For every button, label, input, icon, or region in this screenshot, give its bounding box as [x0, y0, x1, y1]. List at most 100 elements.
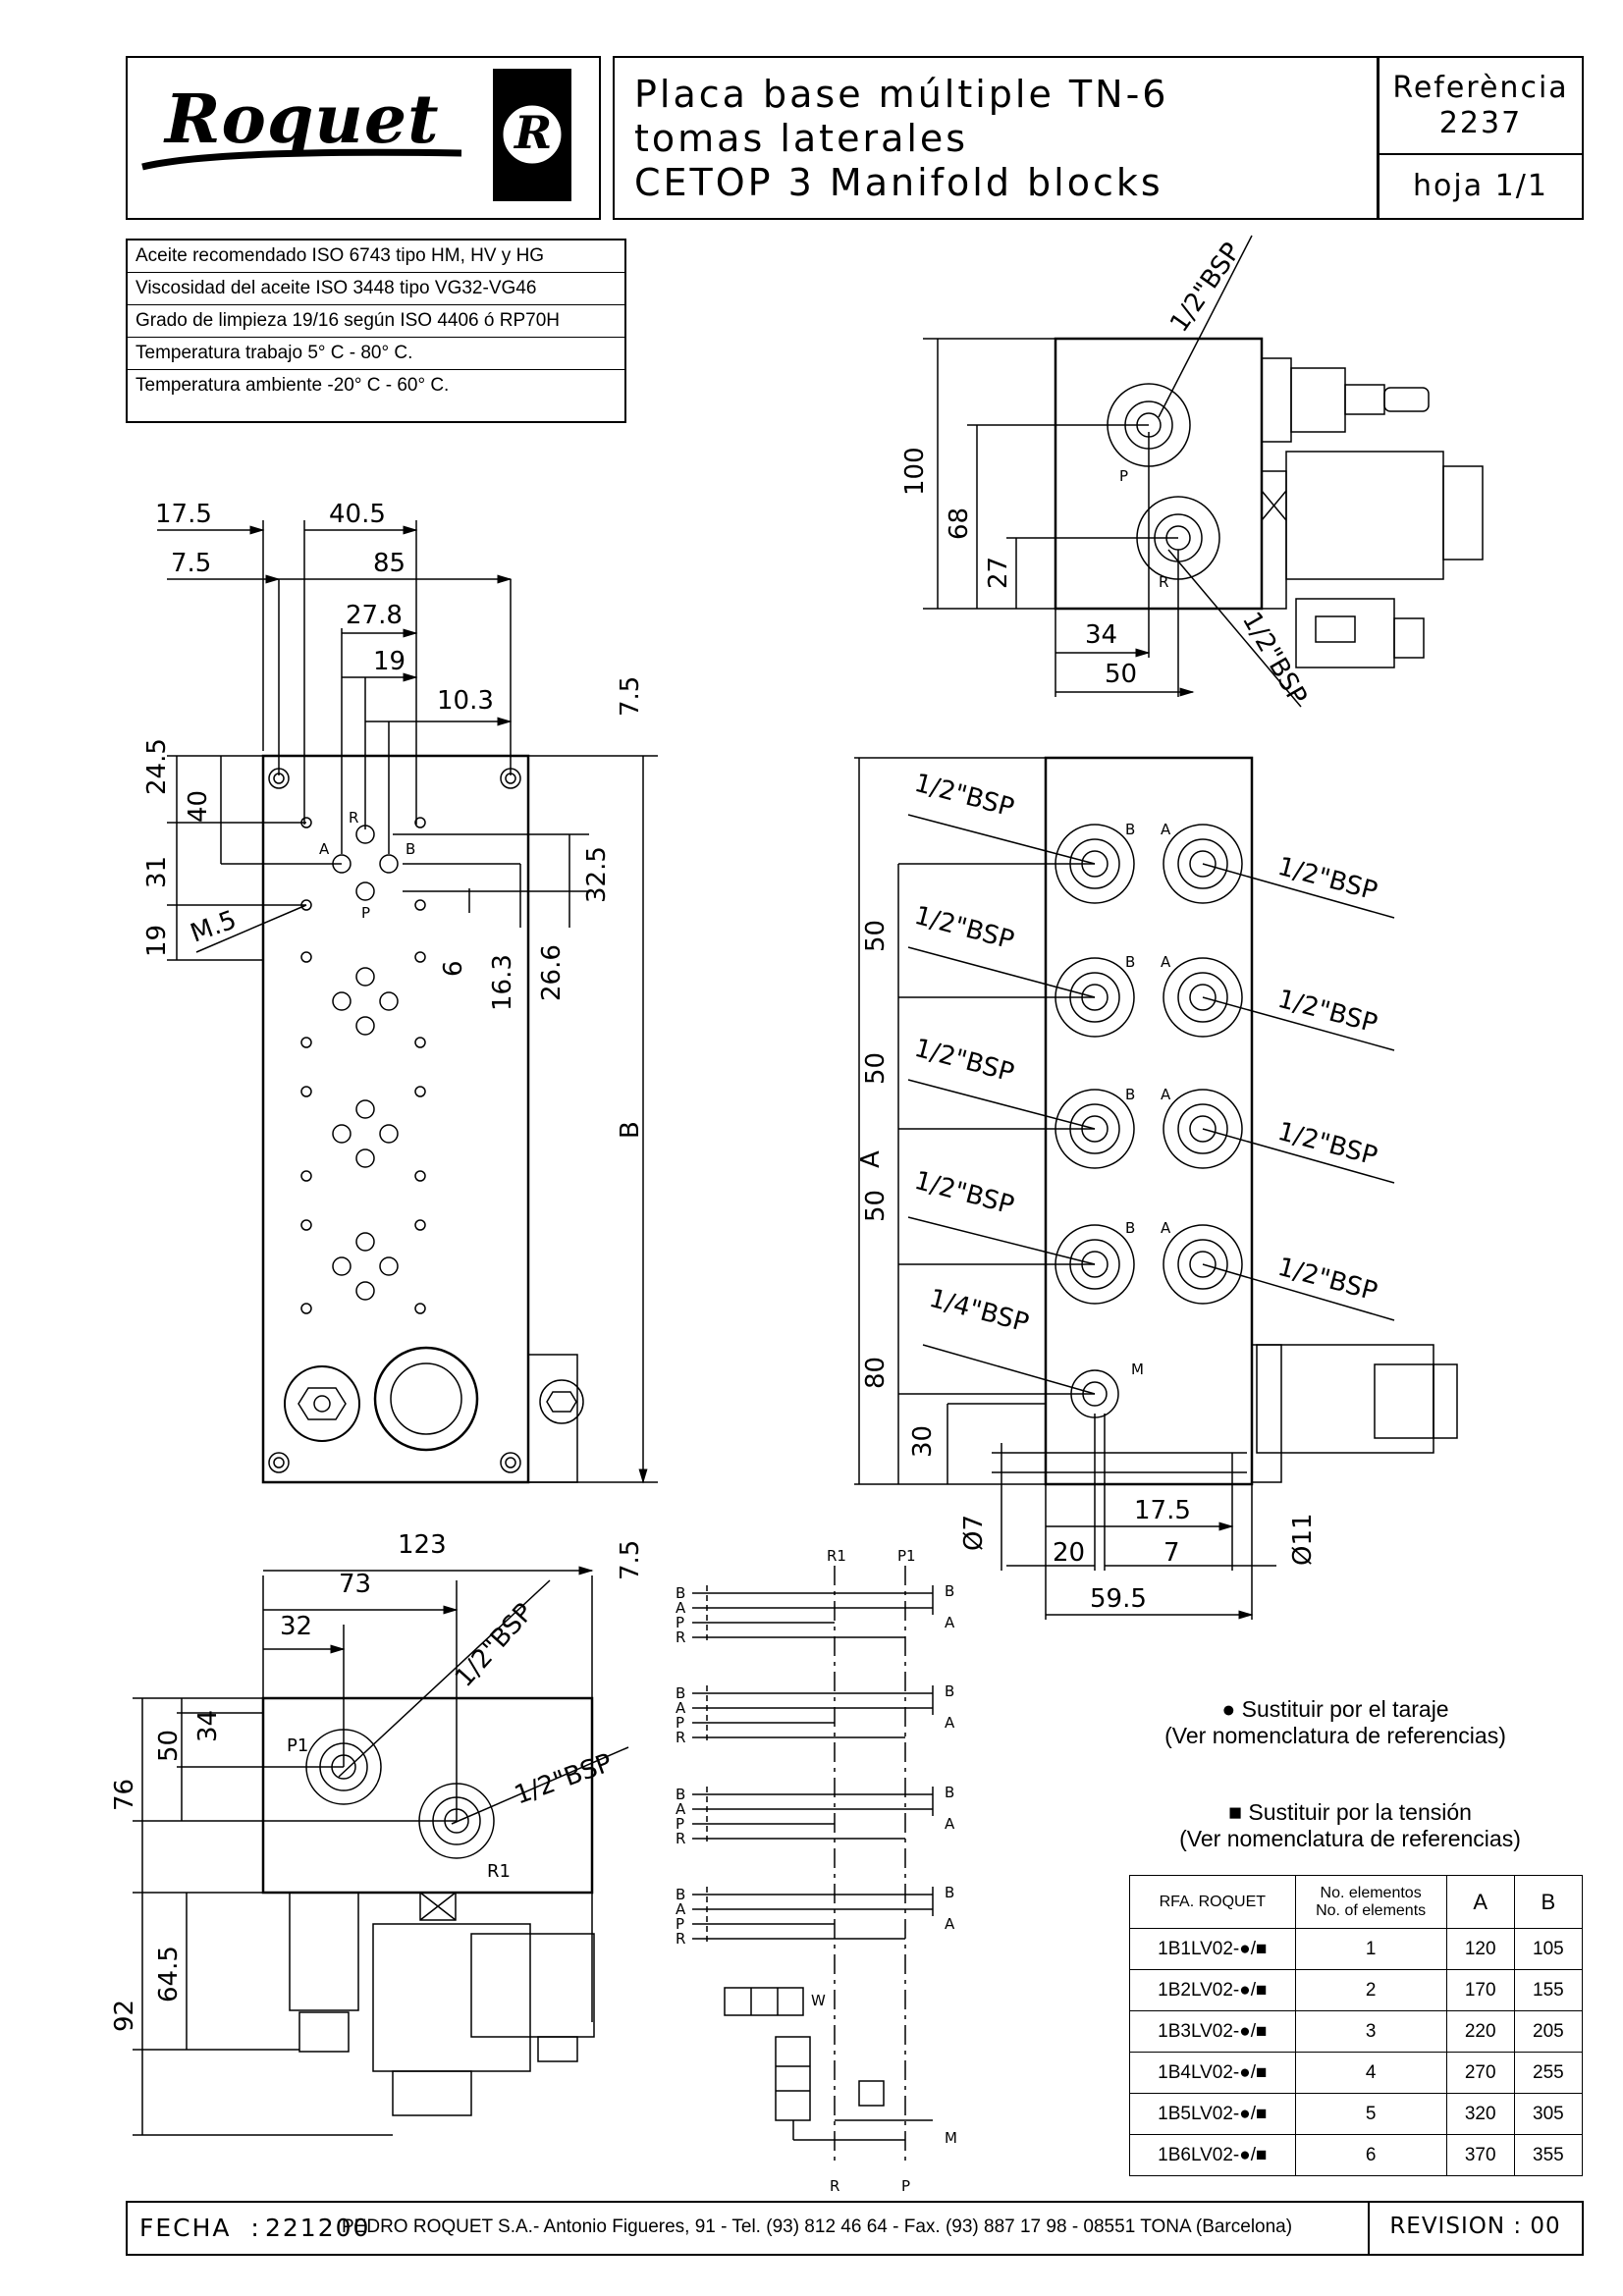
table-row: 1B4LV02-●/■ 4 270 255	[1129, 2052, 1584, 2094]
dim-label: Ø11	[1288, 1513, 1318, 1566]
schematic-label: A	[676, 1599, 686, 1617]
schematic-label: B	[676, 1786, 685, 1803]
schematic-label: P	[676, 1714, 684, 1732]
schematic-label: B	[945, 1884, 954, 1901]
table-cell: 1B6LV02-●/■	[1129, 2134, 1296, 2176]
port-label: R	[1159, 573, 1168, 591]
schematic-label: P	[676, 1815, 684, 1833]
fecha-label: FECHA :	[139, 2214, 261, 2242]
title-line-1: Placa base múltiple TN-6	[634, 73, 1169, 116]
reference-table: RFA. ROQUET No. elementos No. of element…	[1129, 1875, 1584, 2176]
dim-label: M.5	[187, 905, 241, 948]
sheet-label: hoja 1/1	[1413, 169, 1548, 203]
thread-label: 1/2"BSP	[1164, 238, 1247, 338]
table-cell: 1B4LV02-●/■	[1129, 2052, 1296, 2094]
schematic-label: R1	[827, 1547, 846, 1565]
dim-label: 6	[439, 960, 468, 977]
col-header: B	[1513, 1875, 1584, 1929]
circle-bullet-icon: ●	[1221, 1696, 1236, 1722]
dim-label: 24.5	[142, 738, 172, 795]
port-label: B	[1125, 953, 1135, 971]
thread-label: 1/2"BSP	[1274, 985, 1380, 1040]
thread-label: 1/2"BSP	[911, 901, 1017, 956]
square-note-text: Sustituir por la tensión	[1248, 1799, 1472, 1825]
conditions-box: Aceite recomendado ISO 6743 tipo HM, HV …	[126, 239, 626, 423]
footer-divider	[1368, 2201, 1370, 2256]
logo-underline	[141, 148, 462, 171]
end-view	[923, 235, 1484, 708]
dim-label: 19	[373, 647, 406, 676]
table-cell: 120	[1445, 1928, 1515, 1970]
thread-label: 1/4"BSP	[926, 1284, 1032, 1339]
square-bullet-icon: ■	[1228, 1799, 1242, 1825]
thread-label: 1/2"BSP	[450, 1598, 539, 1693]
cetop-pattern-2	[300, 951, 426, 1048]
dim-label: 20	[1053, 1538, 1085, 1568]
condition-row: Grado de limpieza 19/16 según ISO 4406 ó…	[128, 305, 624, 338]
dim-label: 26.6	[537, 944, 567, 1001]
dim-label: 7	[1163, 1538, 1180, 1568]
cetop-pattern-4	[300, 1219, 426, 1314]
port-label: M	[1131, 1361, 1144, 1378]
dim-label: 59.5	[1090, 1584, 1147, 1614]
schematic-label: A	[945, 1614, 955, 1631]
table-cell: 5	[1294, 2093, 1447, 2135]
table-cell: 2	[1294, 1969, 1447, 2011]
dim-label: 30	[908, 1425, 938, 1458]
schematic-block-2	[692, 1685, 934, 1744]
schematic-block-1	[692, 1585, 934, 1644]
port-label: P	[1119, 467, 1128, 485]
dim-label: 50	[154, 1730, 184, 1762]
port-row-2	[1055, 957, 1243, 1038]
dim-label: 68	[945, 507, 974, 540]
condition-row: Temperatura ambiente -20° C - 60° C.	[135, 375, 450, 396]
schematic-label: A	[676, 1800, 686, 1818]
logo-box	[126, 56, 601, 220]
schematic-label: A	[945, 1815, 955, 1833]
port-label: A	[1161, 1219, 1171, 1237]
dim-label: 7.5	[616, 676, 645, 717]
circle-note: ● Sustituir por el taraje (Ver nomenclat…	[1139, 1696, 1532, 1749]
dim-label: 27.8	[346, 601, 403, 630]
reference-label: Referència	[1392, 71, 1569, 105]
title-line-3: CETOP 3 Manifold blocks	[634, 161, 1163, 204]
dim-label: 16.3	[488, 954, 517, 1011]
table-row: 1B3LV02-●/■ 3 220 205	[1129, 2010, 1584, 2053]
dim-label: 50	[861, 1052, 891, 1085]
schematic-label: R	[676, 1830, 685, 1847]
condition-row: Temperatura trabajo 5° C - 80° C.	[128, 338, 624, 370]
port-label: B	[1125, 1219, 1135, 1237]
dim-label: 76	[110, 1779, 139, 1811]
table-cell: 255	[1513, 2052, 1584, 2094]
dim-label: 50	[1105, 660, 1137, 689]
dim-label: 34	[1085, 620, 1117, 650]
dim-label: 40	[184, 790, 213, 823]
revision-label: REVISION : 00	[1389, 2214, 1561, 2239]
dim-label: 73	[339, 1570, 371, 1599]
port-label: P	[361, 904, 370, 922]
port-label: A	[319, 840, 330, 858]
side-view	[854, 756, 1458, 1620]
bottom-view	[133, 1566, 629, 2136]
port-label: B	[406, 840, 415, 858]
thread-label: 1/2"BSP	[911, 769, 1017, 824]
schematic-label: A	[676, 1699, 686, 1717]
dim-label: 80	[861, 1357, 891, 1389]
col-header: A	[1445, 1875, 1515, 1929]
dim-label: 32.5	[582, 846, 612, 903]
schematic-label: R	[676, 1729, 685, 1746]
fecha-value: 221200	[265, 2214, 371, 2242]
dim-label: 7.5	[616, 1540, 645, 1580]
reference-number: 2237	[1438, 106, 1523, 140]
table-row: 1B5LV02-●/■ 5 320 305	[1129, 2093, 1584, 2135]
schematic-label: P	[676, 1614, 684, 1631]
schematic-block-4	[692, 1887, 934, 1946]
table-cell: 1B5LV02-●/■	[1129, 2093, 1296, 2135]
reference-divider	[1378, 153, 1584, 155]
dim-label: 27	[984, 557, 1013, 589]
thread-label: 1/2"BSP	[1236, 608, 1313, 711]
schematic-label: R	[830, 2177, 839, 2195]
dim-label: 64.5	[154, 1946, 184, 2002]
cetop-pattern-3	[300, 1086, 426, 1182]
port-label: B	[1125, 821, 1135, 838]
